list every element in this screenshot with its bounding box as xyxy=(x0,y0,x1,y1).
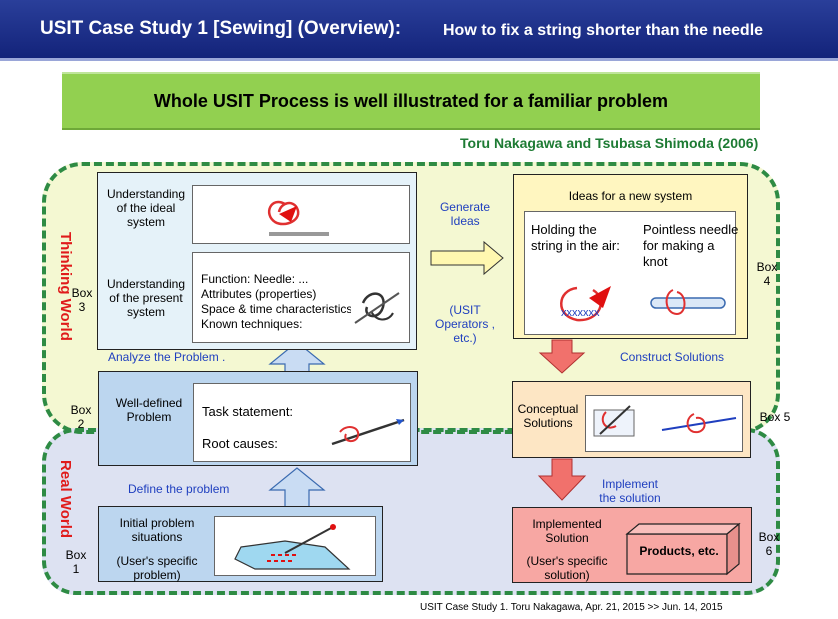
present-function-line: Function: Needle: ... xyxy=(201,272,309,286)
footer-citation: USIT Case Study 1. Toru Nakagawa, Apr. 2… xyxy=(420,602,723,613)
pointless-needle-image xyxy=(650,289,726,316)
box-5-label: Box 5 xyxy=(759,410,791,424)
page-title: USIT Case Study 1 [Sewing] (Overview): xyxy=(40,18,402,39)
conceptual-solutions-image xyxy=(593,405,737,437)
products-label: Products, etc. xyxy=(639,544,719,558)
arrow-box4-to-box5 xyxy=(538,339,586,374)
box-5: Conceptual Solutions xyxy=(512,381,751,458)
page-subtitle: How to fix a string shorter than the nee… xyxy=(443,22,764,39)
products-box-shape xyxy=(625,522,741,576)
step-construct-solutions: Construct Solutions xyxy=(620,350,725,364)
banner: Whole USIT Process is well illustrated f… xyxy=(62,72,760,130)
box-1: Initial problem situations (User's speci… xyxy=(98,506,383,582)
present-system-panel: Function: Needle: ... Attributes (proper… xyxy=(192,252,410,343)
arrow-box1-to-box2 xyxy=(268,467,326,508)
initial-situations-title: Initial problem situations xyxy=(119,516,195,544)
banner-text: Whole USIT Process is well illustrated f… xyxy=(153,91,669,111)
ideas-title: Ideas for a new system xyxy=(568,189,693,203)
needle-string-image xyxy=(331,418,405,446)
svg-text:xxxxxxx: xxxxxxx xyxy=(561,307,600,319)
ideal-system-illustration xyxy=(192,185,410,244)
holding-string-image: xxxxxxx xyxy=(560,286,611,322)
root-causes-line: Root causes: xyxy=(202,436,278,451)
box-2: Well-defined Problem Task statement: Roo… xyxy=(98,371,418,466)
task-statement-line: Task statement: xyxy=(202,404,294,419)
box-3-label: Box 3 xyxy=(71,286,93,314)
box-6: Implemented Solution (User's specific so… xyxy=(512,507,752,583)
box-1-label: Box 1 xyxy=(65,548,87,576)
implemented-solution-title: Implemented Solution xyxy=(532,517,602,545)
step-generate-ideas: Generate Ideas xyxy=(439,200,491,228)
problem-statement-panel: Task statement: Root causes: xyxy=(193,383,411,462)
fabric-needle-image xyxy=(234,524,351,570)
step-usit-operators: (USIT Operators , etc.) xyxy=(434,303,496,345)
step-analyze-problem: Analyze the Problem . xyxy=(108,350,226,364)
step-implement-solution: Implement the solution xyxy=(599,477,661,505)
present-techniques-line: Known techniques: xyxy=(201,317,303,331)
present-space-time-line: Space & time characteristics xyxy=(201,302,351,316)
present-attributes-line: Attributes (properties) xyxy=(201,287,317,301)
title-bar xyxy=(0,0,838,61)
implemented-solution-note: (User's specific solution) xyxy=(526,554,608,582)
conceptual-solutions-title: Conceptual Solutions xyxy=(517,402,579,430)
step-define-problem: Define the problem xyxy=(128,482,230,496)
conceptual-solutions-panel xyxy=(585,395,743,452)
box-2-label: Box 2 xyxy=(70,403,92,431)
arrow-box5-to-box6 xyxy=(537,458,587,501)
present-system-label: Understanding of the present system xyxy=(106,277,186,319)
ideas-panel: Holding the string in the air: Pointless… xyxy=(524,211,739,335)
ideal-knot-image xyxy=(267,200,329,236)
box-6-label: Box 6 xyxy=(758,530,780,558)
ideal-system-label: Understanding of the ideal system xyxy=(106,187,186,229)
well-defined-problem-title: Well-defined Problem xyxy=(115,396,183,424)
idea-pointless-needle: Pointless needle for making a knot xyxy=(643,222,739,269)
arrow-box2-to-box3 xyxy=(268,341,326,373)
authors-credit: Toru Nakagawa and Tsubasa Shimoda (2006) xyxy=(460,135,759,151)
idea-holding-string: Holding the string in the air: xyxy=(531,222,620,253)
present-knot-image xyxy=(354,292,400,324)
box-4-label: Box 4 xyxy=(756,260,778,288)
box-4: Ideas for a new system Holding the strin… xyxy=(513,174,748,339)
initial-situations-note: (User's specific problem) xyxy=(116,554,198,582)
initial-situation-illustration xyxy=(214,516,376,576)
box-3: Understanding of the ideal system Unders… xyxy=(97,172,417,350)
arrow-box3-to-box4 xyxy=(430,240,504,276)
